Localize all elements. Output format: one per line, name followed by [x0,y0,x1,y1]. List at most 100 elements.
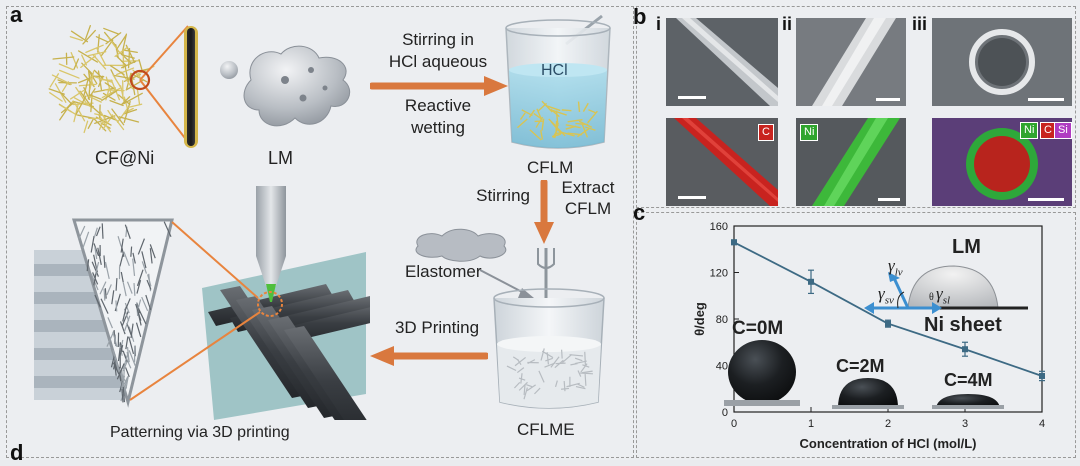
ni-sheet-label: Ni sheet [924,314,1002,337]
lm-inset-label: LM [952,236,981,259]
elastomer-fiber [585,374,586,386]
y-tick-label: 160 [710,221,728,233]
y-tick-label: 0 [722,407,728,419]
cone-fiber [102,223,103,238]
fiber-strand [108,37,120,53]
data-point [962,346,968,352]
arrow-right-icon [370,74,510,98]
beaker-fiber [562,110,572,111]
fiber-strand [50,93,62,101]
elastomer-fiber [564,381,565,391]
data-point [885,321,891,327]
cone-fiber [104,289,105,301]
gamma-lv-sub: lv [895,266,903,278]
fiber-strand [95,77,112,82]
extract-line2: CFLM [548,199,628,219]
sem-image-iii-top [932,18,1072,106]
elastomer-label: Elastomer [405,262,482,282]
fiber-strand [59,64,73,70]
gamma-sv-symbol: γ [878,284,885,303]
y-tick-label: 40 [716,361,728,373]
stirring-label: Stirring [450,186,530,206]
gamma-lv-label: γlv [888,256,903,278]
data-point [1039,373,1045,379]
droplet-2m [838,378,898,408]
tag-iii-si: Si [1054,122,1072,139]
fiber-strand [83,30,95,43]
tag-ni: Ni [800,124,818,141]
cone-fiber [105,288,106,299]
gamma-sv-label: γsv [878,284,894,306]
printing-label: 3D Printing [372,318,502,338]
liquid-metal-blob [215,40,365,140]
beaker-hcl [498,14,618,154]
gamma-sv-sub: sv [885,294,894,306]
elastomer-fiber [585,352,586,365]
sem-image-i-map: C [666,118,778,206]
panel-b-letter: b [633,4,646,30]
cf-ni-single-fiber [170,22,210,152]
panel-a-letter: a [10,2,22,28]
tag-iii-ni: Ni [1020,122,1038,139]
sem-image-ii-top [796,18,906,106]
x-axis-label: Concentration of HCl (mol/L) [800,436,977,451]
drop-label-4m: C=4M [944,370,993,391]
y-axis-label: θ/deg [692,302,707,336]
fiber-strand [53,57,74,59]
cflm-label: CFLM [527,158,573,178]
beaker-hcl-label: HCl [541,62,568,80]
data-point [731,239,737,245]
fiber-strand [60,70,79,78]
drop-label-2m: C=2M [836,356,885,377]
gamma-sl-sub: sl [943,294,950,306]
fiber-strand [102,91,117,101]
fiber-strand [84,121,87,132]
step1-line2: HCl aqueous [368,52,508,72]
gamma-sl-label: γsl [936,284,950,306]
extract-line1: Extract [548,178,628,198]
y-tick-label: 120 [710,268,728,280]
fiber-strand [71,90,84,98]
x-tick-label: 4 [1039,418,1045,430]
elastomer-fiber [580,373,593,374]
drop-label-0m: C=0M [732,318,783,340]
beaker-fiber [579,102,580,112]
beaker-cflme [484,246,614,416]
col-i-label: i [656,14,661,35]
cone-fiber [116,300,117,311]
col-iii-label: iii [912,14,927,35]
fiber-strand [86,45,103,52]
lm-label: LM [268,148,293,169]
lm-droplet [908,266,998,308]
theta-label: θ [929,292,934,303]
sem-image-ii-map: Ni [796,118,906,206]
step2-line2: wetting [368,118,508,138]
fiber-strand [92,76,104,77]
y-tick-label: 80 [716,314,728,326]
cone-fiber [131,247,132,257]
x-tick-label: 2 [885,418,891,430]
panel-d-letter: d [10,440,23,466]
elastomer-fiber [562,350,563,359]
tag-c: C [758,124,774,141]
cflme-label: CFLME [517,420,575,440]
cone-fiber [116,278,117,291]
sem-image-i-top [666,18,778,106]
fiber-strand [71,53,77,68]
sem-image-iii-map: Ni C Si [932,118,1072,206]
step2-line1: Reactive [368,96,508,116]
fiber-strand [88,119,93,129]
cf-ni-label: CF@Ni [95,148,154,169]
patterning-label: Patterning via 3D printing [110,424,290,442]
x-tick-label: 3 [962,418,968,430]
arrow-left-icon [368,344,488,368]
droplet-0m [728,340,796,404]
col-ii-label: ii [782,14,792,35]
gamma-sl-symbol: γ [936,284,943,303]
printing-scene [30,180,370,420]
gamma-lv-symbol: γ [888,256,895,275]
step1-line1: Stirring in [368,30,508,50]
x-tick-label: 1 [808,418,814,430]
x-tick-label: 0 [731,418,737,430]
